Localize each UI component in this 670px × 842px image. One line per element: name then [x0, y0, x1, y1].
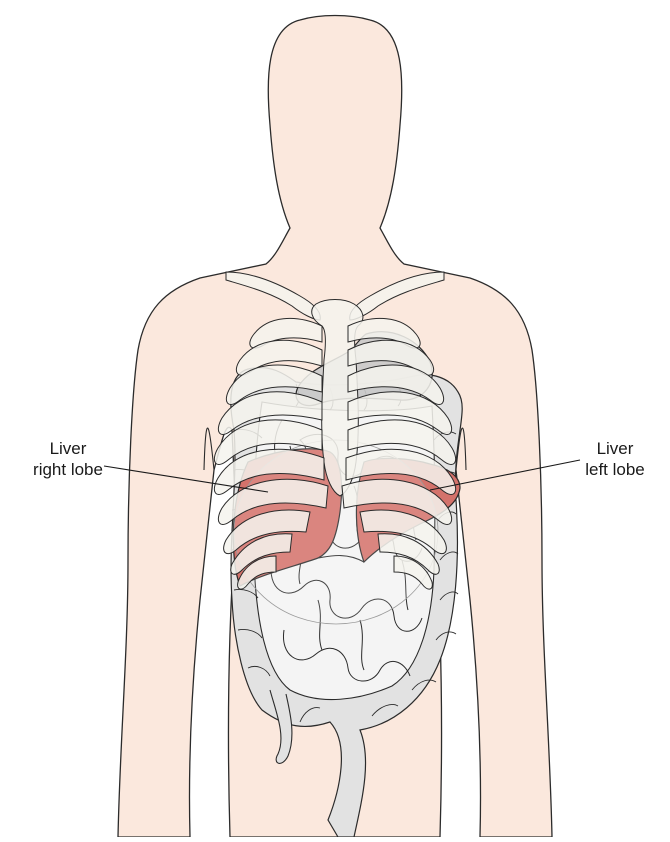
label-liver-right-lobe: Liver right lobe	[8, 438, 128, 480]
label-left-line2: left lobe	[560, 459, 670, 480]
label-left-line1: Liver	[560, 438, 670, 459]
label-right-line1: Liver	[8, 438, 128, 459]
label-right-line2: right lobe	[8, 459, 128, 480]
label-liver-left-lobe: Liver left lobe	[560, 438, 670, 480]
